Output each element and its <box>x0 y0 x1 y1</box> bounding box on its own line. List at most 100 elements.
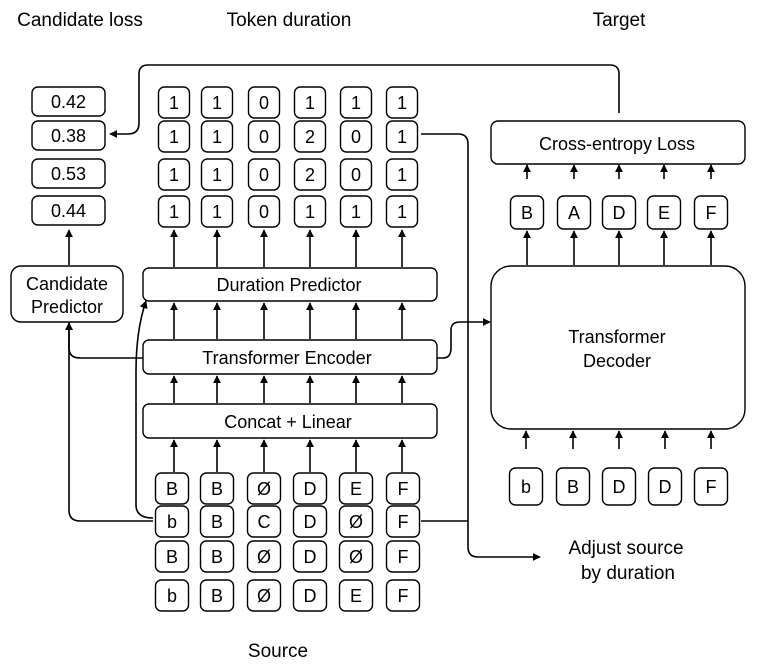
token-duration-cell: 1 <box>169 127 179 147</box>
cross-entropy-loss: Cross-entropy Loss <box>490 120 746 165</box>
token-duration-cell-box <box>247 158 281 191</box>
source-token-cell-box <box>246 579 282 612</box>
token-duration-cell: 1 <box>169 165 179 185</box>
decoder-input-token-box <box>693 467 729 506</box>
decoder-input-token: D <box>613 477 626 497</box>
token-duration-cell-box <box>200 195 234 228</box>
source-token-cell-box <box>292 579 328 612</box>
source-token-cell: D <box>304 512 317 532</box>
source-token-cell: Ø <box>257 547 271 567</box>
token-duration-cell: 1 <box>397 93 407 113</box>
source-token-cell: E <box>350 586 362 606</box>
source-token-cell: F <box>398 586 409 606</box>
encoder-to-decoder-arrow <box>437 318 491 359</box>
token-duration-cell: 0 <box>259 93 269 113</box>
token-duration-header: Token duration <box>227 10 352 31</box>
token-duration-cell-box <box>385 86 419 119</box>
candidate-loss-column: 0.42 0.38 0.53 0.44 <box>31 86 106 226</box>
token-duration-cell: 1 <box>351 93 361 113</box>
source-token-cell: b <box>167 586 177 606</box>
source-token-cell-box <box>154 505 190 538</box>
candidate-predictor-label: Candidate <box>26 274 108 294</box>
target-token: D <box>613 203 626 223</box>
source-token-cell-box <box>385 472 421 505</box>
source-token-cell-box <box>385 505 421 538</box>
source-token-cell: D <box>304 547 317 567</box>
adjust-source-label: by duration <box>581 563 675 584</box>
token-duration-cell-box <box>339 120 373 153</box>
token-duration-cell: 2 <box>305 127 315 147</box>
source-to-candidate-arrow <box>65 322 153 522</box>
source-token-cell: D <box>304 586 317 606</box>
source-token-cell: Ø <box>349 512 363 532</box>
transformer-encoder: Transformer Encoder <box>142 339 438 375</box>
source-token-cell-box <box>154 540 190 573</box>
target-token-box <box>601 195 637 230</box>
source-token-cell: C <box>258 512 271 532</box>
source-token-cell: B <box>166 547 178 567</box>
source-token-cell: B <box>211 479 223 499</box>
token-duration-cell: 2 <box>305 165 315 185</box>
source-token-cell-box <box>292 505 328 538</box>
source-token-cell-box <box>338 579 374 612</box>
transformer-decoder-label: Decoder <box>583 351 651 371</box>
source-token-cell: Ø <box>349 547 363 567</box>
candidate-loss-value: 0.38 <box>51 126 86 146</box>
duration-predictor: Duration Predictor <box>142 267 438 302</box>
target-token: F <box>706 203 717 223</box>
token-duration-cell-box <box>247 86 281 119</box>
connectors <box>65 64 620 561</box>
source-token-cell-box <box>199 540 235 573</box>
decoder-input-token: b <box>521 477 531 497</box>
candidate-predictor-label: Predictor <box>31 297 103 317</box>
decoder-input-token: D <box>659 477 672 497</box>
source-token-cell-box <box>246 505 282 538</box>
target-token-box <box>509 195 545 230</box>
token-duration-cell: 1 <box>397 127 407 147</box>
source-token-cell: D <box>304 479 317 499</box>
token-duration-cell: 1 <box>305 93 315 113</box>
source-token-cell: B <box>211 547 223 567</box>
source-token-cell: F <box>398 547 409 567</box>
token-duration-cell: 1 <box>169 202 179 222</box>
decoder-input-token: F <box>706 477 717 497</box>
source-header: Source <box>248 641 308 662</box>
candidate-predictor: Candidate Predictor <box>10 265 124 323</box>
target-token-box <box>556 195 592 230</box>
target-token-box <box>693 195 729 230</box>
target-token: B <box>521 203 533 223</box>
source-token-cell-box <box>338 540 374 573</box>
token-duration-cell-box <box>247 120 281 153</box>
source-token-cell-box <box>385 579 421 612</box>
source-token-cell-box <box>199 472 235 505</box>
source-token-cell-box <box>199 579 235 612</box>
target-token-box <box>646 195 682 230</box>
source-token-cell: b <box>167 512 177 532</box>
token-duration-cell-box <box>200 86 234 119</box>
candidate-loss-value: 0.53 <box>51 164 86 184</box>
vertical-arrows <box>170 164 715 472</box>
source-token-cell-box <box>154 579 190 612</box>
token-duration-cell-box <box>293 158 327 191</box>
token-duration-cell-box <box>157 86 191 119</box>
decoder-input-token-box <box>601 467 637 506</box>
transformer-decoder: Transformer Decoder <box>490 265 746 430</box>
candidate-loss-header: Candidate loss <box>17 10 143 31</box>
token-duration-cell: 0 <box>351 127 361 147</box>
source-token-cell: E <box>350 479 362 499</box>
duration-to-adjust-arrow <box>421 133 541 561</box>
token-duration-cell-box <box>157 120 191 153</box>
token-duration-cell-box <box>293 86 327 119</box>
duration-predictor-label: Duration Predictor <box>216 275 361 295</box>
target-token: A <box>568 203 580 223</box>
source-token-cell-box <box>338 505 374 538</box>
source-token-cell-box <box>338 472 374 505</box>
token-duration-cell-box <box>200 158 234 191</box>
decoder-input-token-box <box>555 467 591 506</box>
duration-to-candidate-loss-arrow <box>109 64 620 138</box>
concat-linear-label: Concat + Linear <box>224 412 352 432</box>
source-token-cell-box <box>385 540 421 573</box>
token-duration-cell: 0 <box>259 202 269 222</box>
